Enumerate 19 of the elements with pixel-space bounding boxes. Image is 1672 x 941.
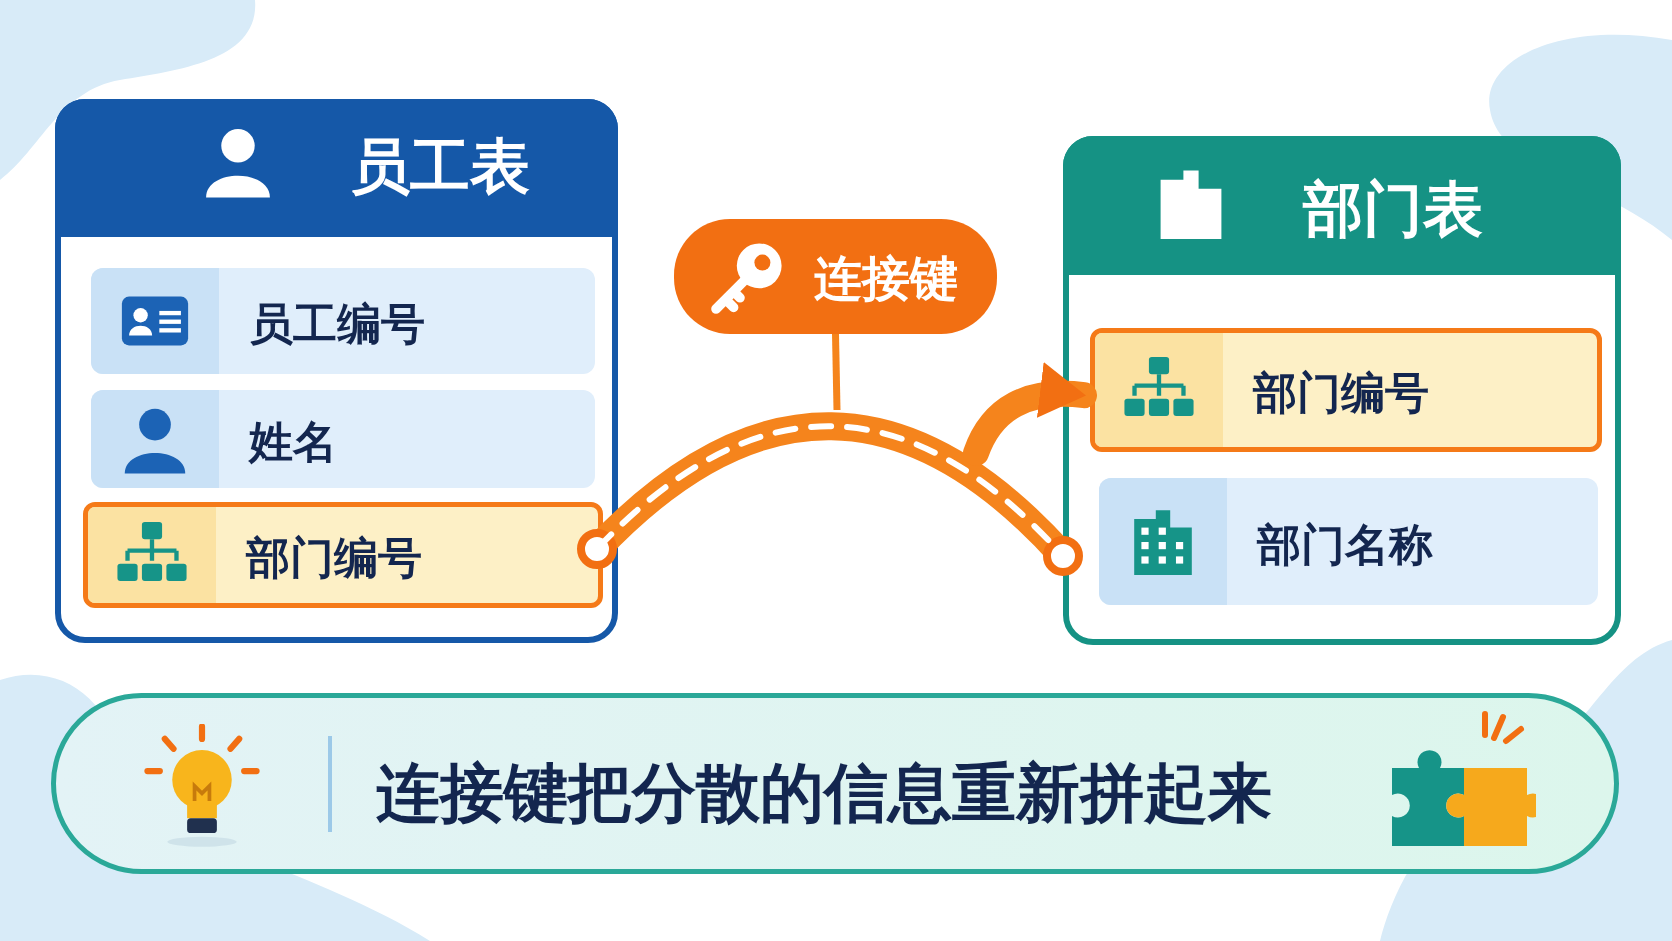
arrow [963,363,1097,466]
field-row [1099,478,1598,605]
table-card [55,99,618,643]
field-label: 部门编号 [1253,366,1429,420]
field-label: 员工编号 [249,297,425,351]
banner-message: 连接键把分散的信息重新拼起来 [376,755,1272,832]
field-row [91,390,595,488]
highlighted-field-row [83,502,603,608]
table-card [1063,136,1621,645]
connector-line [832,333,841,411]
field-row [91,268,595,374]
table-title: 员工表 [350,130,530,203]
table-title: 部门表 [1303,173,1483,246]
field-label: 部门编号 [246,531,422,585]
field-label: 部门名称 [1257,517,1433,572]
highlighted-field-row [1090,328,1602,452]
connector-line [577,412,1083,576]
badge-label: 连接键 [814,249,958,308]
field-label: 姓名 [249,415,337,469]
